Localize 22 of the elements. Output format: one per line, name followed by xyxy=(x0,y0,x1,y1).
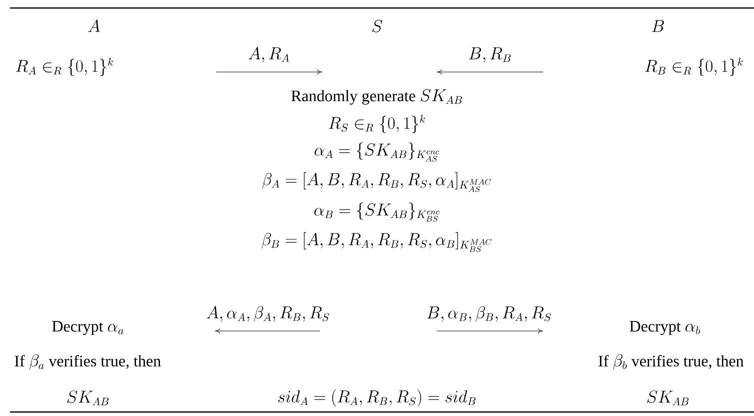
formula: $R_A \in_R \{0,1\}^k$ xyxy=(16,58,114,76)
formula: $\alpha_A = \{SK_{AB}\}_{K_{AS}^{enc}}$ xyxy=(314,142,440,162)
formula: $\beta_A = [A, B, R_A, R_B, R_S, \alpha_A]_{K_{AS}^{MAC}}$ xyxy=(262,172,491,192)
column-heading: $B$ xyxy=(652,20,664,32)
formula: $\alpha_B = \{SK_{AB}\}_{K_{BS}^{enc}}$ xyxy=(314,202,440,222)
formula: $R_B \in_R \{0,1\}^k$ xyxy=(645,58,743,76)
message-label: $B, \alpha_B, \beta_B, R_A, R_S$ xyxy=(427,306,551,322)
formula: $SK_{AB}$ xyxy=(67,390,109,406)
formula: $\text{Decrypt } \alpha_a$ xyxy=(52,321,124,335)
column-heading: $A$ xyxy=(88,20,100,32)
message-label: $A, R_A$ xyxy=(248,46,290,63)
formula: $\text{Decrypt } \alpha_b$ xyxy=(630,321,700,335)
formula: $SK_{AB}$ xyxy=(647,390,689,406)
formula: $R_S \in_R \{0,1\}^k$ xyxy=(328,114,426,134)
column-heading: $S$ xyxy=(372,20,382,32)
formula: $\text{If } \beta_a \text{ verifies true, then}$ xyxy=(14,354,161,370)
formula: $sid_A = (R_A, R_B, R_S) = sid_B$ xyxy=(278,389,476,407)
message-label: $B, R_B$ xyxy=(469,47,511,63)
formula: $\text{If } \beta_b \text{ verifies true, then}$ xyxy=(598,354,744,370)
message-label: $A, \alpha_A, \beta_A, R_B, R_S$ xyxy=(206,306,330,322)
formula: $\beta_B = [A, B, R_A, R_B, R_S, \alpha_B]_{K_{BS}^{MAC}}$ xyxy=(262,232,492,252)
formula: $\text{Randomly generate } SK_{AB}$ xyxy=(291,89,462,105)
